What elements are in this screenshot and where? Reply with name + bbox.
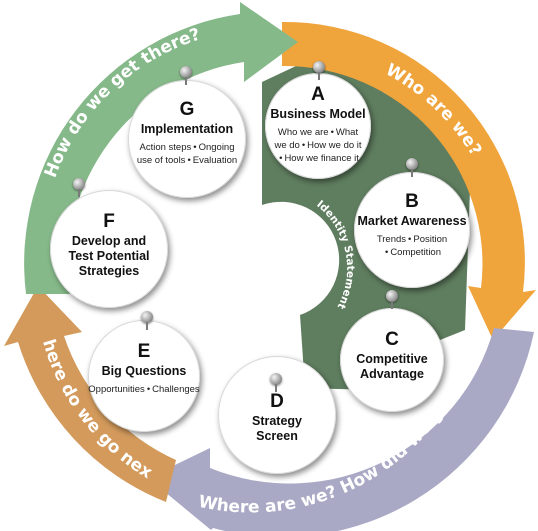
step-b-desc: Trends•Position •Competition (376, 234, 448, 258)
pin-a (313, 61, 325, 80)
pin-b (406, 158, 418, 177)
step-d-title-line2: Screen (256, 429, 298, 443)
pin-g (180, 66, 192, 85)
step-e-letter: E (137, 341, 151, 362)
step-a-business-model: A Business Model Who we are•What we do•H… (265, 73, 371, 179)
step-f-title-line2: Test Potential (68, 249, 150, 263)
pin-c (386, 290, 398, 309)
step-d-letter: D (270, 391, 284, 412)
step-d-title-line1: Strategy (251, 414, 303, 428)
step-a-desc: Who we are•What we do•How we do it •How … (274, 127, 362, 164)
step-b-letter: B (405, 191, 419, 212)
step-e-title: Big Questions (101, 364, 187, 378)
step-f-develop-test-strategies: F Develop and Test Potential Strategies (50, 190, 168, 308)
step-e-desc: Opportunities•Challenges (88, 384, 200, 395)
step-c-title-line2: Advantage (360, 367, 424, 381)
pin-f (73, 178, 85, 197)
step-a-letter: A (311, 84, 325, 105)
step-f-letter: F (103, 211, 115, 232)
step-b-market-awareness: B Market Awareness Trends•Position •Comp… (354, 172, 470, 288)
pin-d (270, 373, 282, 392)
step-c-title-line1: Competitive (356, 352, 428, 366)
arrow-where-are-we (148, 328, 534, 531)
arrow-who-are-we (282, 21, 536, 340)
step-c-competitive-advantage: C Competitive Advantage (340, 308, 444, 412)
step-g-implementation: G Implementation Action steps•Ongoing us… (128, 80, 246, 198)
step-f-title-line3: Strategies (78, 264, 140, 278)
step-g-desc: Action steps•Ongoing use of tools•Evalua… (136, 142, 238, 166)
step-f-title-line1: Develop and (71, 234, 147, 248)
step-g-letter: G (179, 99, 195, 120)
step-e-big-questions: E Big Questions Opportunities•Challenges (88, 320, 200, 432)
step-g-title: Implementation (140, 122, 234, 136)
step-a-title: Business Model (270, 107, 366, 121)
pin-e (141, 311, 153, 330)
step-b-title: Market Awareness (357, 214, 467, 228)
step-c-letter: C (385, 329, 399, 350)
